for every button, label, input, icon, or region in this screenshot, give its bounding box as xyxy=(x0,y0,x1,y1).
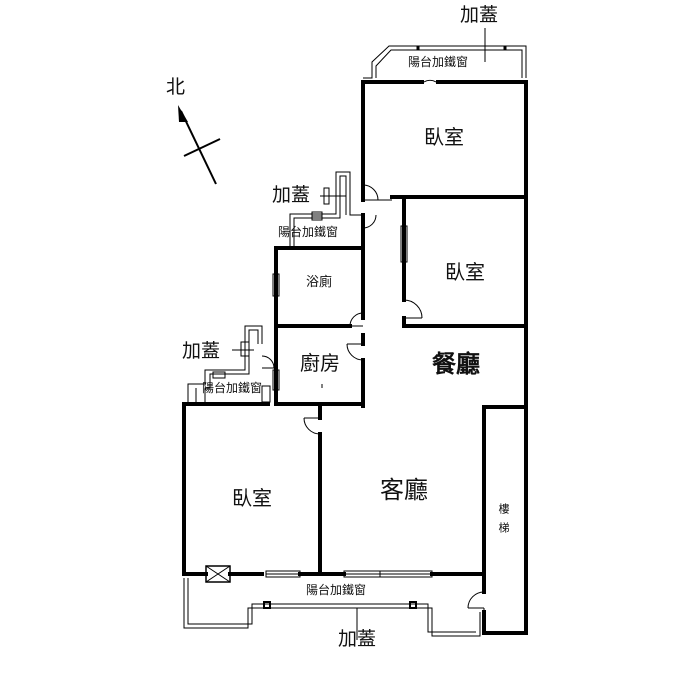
north-arrow-icon xyxy=(178,105,221,185)
annotation-cover-mid: 加蓋 xyxy=(272,184,311,206)
annotation-balcony-mid: 陽台加鐵窗 xyxy=(278,225,339,239)
annotation-cover-bottom: 加蓋 xyxy=(338,628,377,650)
room-label-stairs: 樓梯 xyxy=(497,503,510,541)
annotation-balcony-bottom: 陽台加鐵窗 xyxy=(306,583,367,597)
north-label: 北 xyxy=(166,76,186,98)
annotation-cover-top: 加蓋 xyxy=(460,4,499,26)
room-label-dining: 餐廳 xyxy=(432,349,480,378)
room-label-bedroom-top: 臥室 xyxy=(424,125,464,149)
room-label-bathroom: 浴廁 xyxy=(306,275,333,290)
room-label-bedroom-left: 臥室 xyxy=(232,486,272,510)
room-label-kitchen: 廚房 xyxy=(300,351,340,375)
room-label-bedroom-mid: 臥室 xyxy=(445,260,485,284)
room-label-living: 客廳 xyxy=(380,476,428,504)
annotation-balcony-left: 陽台加鐵窗 xyxy=(202,381,263,395)
annotation-cover-left: 加蓋 xyxy=(182,340,221,362)
thin-details xyxy=(183,28,527,640)
annotation-balcony-top: 陽台加鐵窗 xyxy=(408,55,469,69)
